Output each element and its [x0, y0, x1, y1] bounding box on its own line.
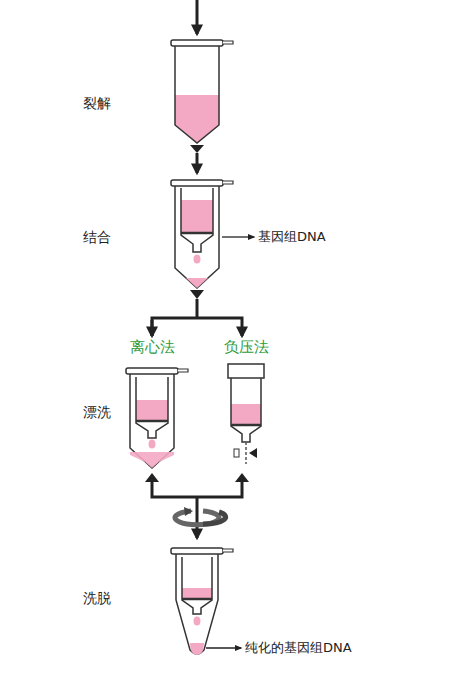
step-label: 洗脱 — [83, 590, 111, 607]
step-label: 结合 — [83, 229, 111, 246]
callout-label: 纯化的基因组DNA — [245, 640, 352, 656]
elution-tube — [171, 548, 233, 655]
callout-label: 基因组DNA — [258, 229, 326, 245]
leader-arrow — [206, 647, 241, 648]
lysis-tube — [171, 40, 233, 143]
centrifuge-tube — [126, 368, 188, 468]
method-label: 离心法 — [130, 338, 175, 356]
step-label: 裂解 — [83, 95, 111, 112]
binding-tube — [171, 180, 233, 288]
vacuum-column — [228, 364, 264, 464]
step-label: 漂洗 — [83, 404, 111, 421]
leader-arrow — [222, 236, 254, 237]
method-label: 负压法 — [224, 338, 269, 356]
flow-arrow — [196, 0, 199, 34]
spin-symbol — [175, 507, 226, 525]
